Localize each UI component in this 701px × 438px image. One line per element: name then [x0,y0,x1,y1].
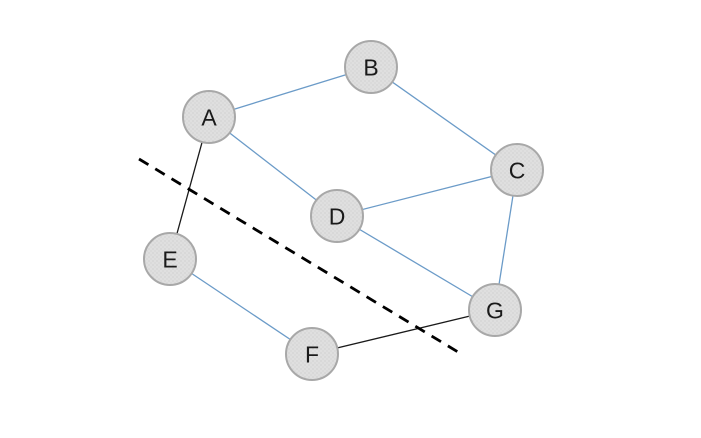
node-texture-G [468,283,522,337]
node-C[interactable]: C [490,143,544,197]
node-label-E: E [162,246,177,272]
edge-B-C [370,66,518,171]
cut-dashed-line [138,157,459,354]
node-texture-A [182,90,236,144]
node-label-F: F [305,341,319,367]
node-label-G: G [486,297,504,323]
cut-line-layer [138,157,459,354]
node-texture-B [344,40,398,94]
edge-A-B [208,66,372,118]
node-label-D: D [329,203,346,229]
node-texture-C [490,143,544,197]
node-E[interactable]: E [143,232,197,286]
node-G[interactable]: G [468,283,522,337]
node-label-A: A [201,104,217,130]
node-B[interactable]: B [344,40,398,94]
node-D[interactable]: D [310,189,364,243]
node-label-B: B [363,54,378,80]
node-texture-D [310,189,364,243]
edge-F-G [311,309,496,355]
node-texture-F [285,327,339,381]
node-F[interactable]: F [285,327,339,381]
edge-D-C [336,169,518,217]
node-A[interactable]: A [182,90,236,144]
nodes-layer: A B C D E F G [143,40,544,381]
edge-D-G [336,215,496,311]
node-texture-E [143,232,197,286]
edge-E-F [169,258,313,355]
node-label-C: C [509,157,526,183]
